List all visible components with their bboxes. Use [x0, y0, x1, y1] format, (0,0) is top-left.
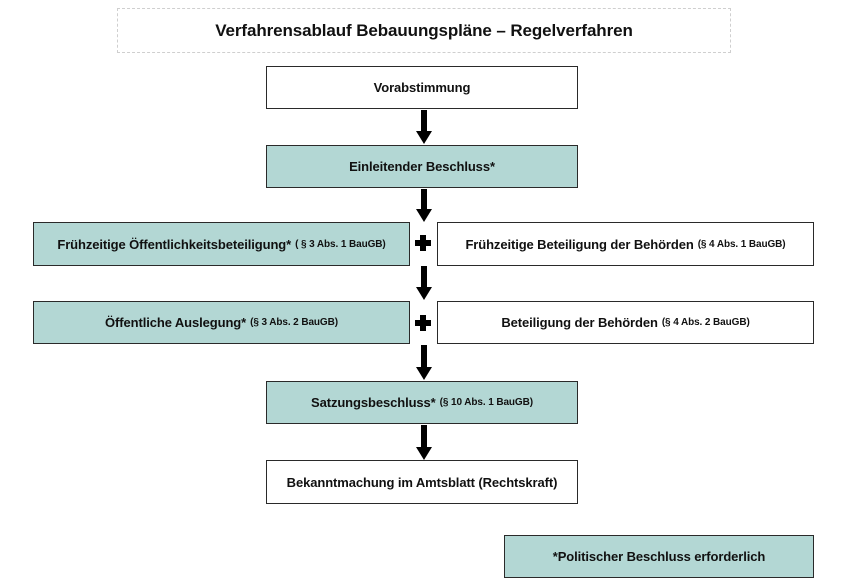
step-fruehzeitige-beteiligung-behoerden: Frühzeitige Beteiligung der Behörden (§ … [437, 222, 814, 266]
legend-note: *Politischer Beschluss erforderlich [504, 535, 814, 578]
title-text: Verfahrensablauf Bebauungspläne – Regelv… [215, 20, 633, 40]
plus-icon [415, 235, 431, 251]
step-label: Öffentliche Auslegung* [105, 315, 247, 330]
step-einleitender-beschluss: Einleitender Beschluss* [266, 145, 578, 188]
flow-arrow-4 [416, 345, 432, 380]
step-label: Einleitender Beschluss* [349, 159, 495, 174]
step-reference: (§ 3 Abs. 2 BauGB) [250, 317, 338, 328]
step-reference: ( § 3 Abs. 1 BauGB) [295, 238, 386, 250]
step-label: Beteiligung der Behörden [501, 315, 658, 330]
step-fruehzeitige-oeffentlichkeitsbeteiligung: Frühzeitige Öffentlichkeitsbeteiligung* … [33, 222, 410, 266]
step-label: Satzungsbeschluss* [311, 395, 436, 410]
step-label: Bekanntmachung im Amtsblatt (Rechtskraft… [286, 474, 558, 490]
step-label: Frühzeitige Öffentlichkeitsbeteiligung* [57, 236, 292, 252]
step-label: Vorabstimmung [373, 80, 471, 95]
step-reference: (§ 4 Abs. 2 BauGB) [661, 317, 750, 328]
plus-icon [415, 315, 431, 331]
step-oeffentliche-auslegung: Öffentliche Auslegung* (§ 3 Abs. 2 BauGB… [33, 301, 410, 344]
step-bekanntmachung: Bekanntmachung im Amtsblatt (Rechtskraft… [266, 460, 578, 504]
step-satzungsbeschluss: Satzungsbeschluss* (§ 10 Abs. 1 BauGB) [266, 381, 578, 424]
flow-arrow-3 [416, 266, 432, 300]
legend-text: *Politischer Beschluss erforderlich [552, 549, 766, 564]
flow-arrow-5 [416, 425, 432, 460]
flow-arrow-1 [416, 110, 432, 144]
step-reference: (§ 10 Abs. 1 BauGB) [439, 397, 533, 408]
step-beteiligung-behoerden: Beteiligung der Behörden (§ 4 Abs. 2 Bau… [437, 301, 814, 344]
page-title: Verfahrensablauf Bebauungspläne – Regelv… [117, 8, 731, 53]
step-reference: (§ 4 Abs. 1 BauGB) [697, 238, 786, 250]
flow-arrow-2 [416, 189, 432, 222]
step-vorabstimmung: Vorabstimmung [266, 66, 578, 109]
step-label: Frühzeitige Beteiligung der Behörden [465, 236, 694, 252]
